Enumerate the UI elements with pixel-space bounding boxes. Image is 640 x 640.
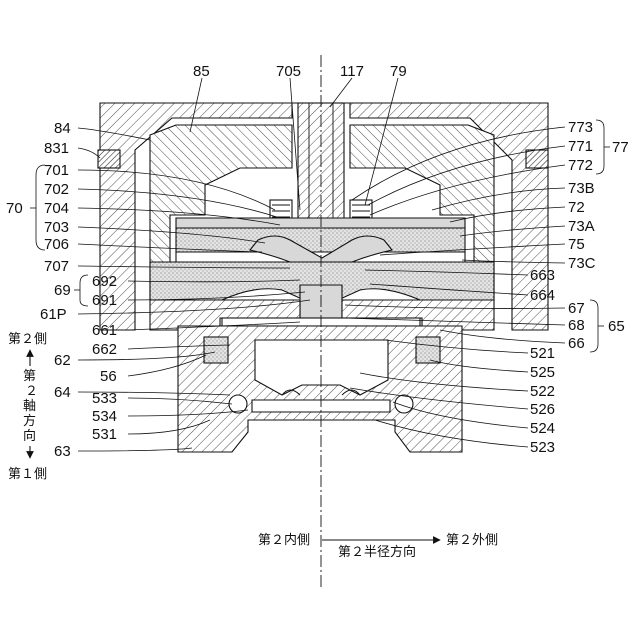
label-691: 691	[92, 292, 117, 309]
label-72: 72	[568, 199, 585, 216]
rib-56-left	[204, 337, 228, 363]
label-524: 524	[530, 420, 555, 437]
label-70: 70	[6, 200, 23, 217]
label-522: 522	[530, 383, 555, 400]
label-773: 773	[568, 119, 593, 136]
axial-char-1: ２	[25, 384, 38, 399]
label-663: 663	[530, 267, 555, 284]
label-523: 523	[530, 439, 555, 456]
label-703: 703	[44, 219, 69, 236]
label-831: 831	[44, 140, 69, 157]
label-702: 702	[44, 181, 69, 198]
label-526: 526	[530, 401, 555, 418]
label-73B: 73B	[568, 180, 595, 197]
radial-direction-label: 第２半径方向	[338, 544, 416, 560]
label-73C: 73C	[568, 255, 596, 272]
label-525: 525	[530, 364, 555, 381]
label-69: 69	[54, 282, 71, 299]
label-664: 664	[530, 287, 555, 304]
label-772: 772	[568, 157, 593, 174]
axial-char-0: 第	[23, 369, 36, 384]
label-117: 117	[340, 63, 364, 80]
label-531: 531	[92, 426, 117, 443]
label-533: 533	[92, 390, 117, 407]
radial-outer-label: 第２外側	[446, 533, 498, 548]
piston-72	[176, 218, 465, 228]
label-701: 701	[44, 162, 69, 179]
label-63: 63	[54, 443, 71, 460]
label-521: 521	[530, 345, 555, 362]
label-534: 534	[92, 408, 117, 425]
label-61P: 61P	[40, 306, 67, 323]
plate-73A	[176, 228, 465, 252]
label-692: 692	[92, 273, 117, 290]
label-66: 66	[568, 335, 585, 352]
label-56: 56	[100, 368, 117, 385]
axial-char-4: 向	[23, 428, 36, 444]
label-706: 706	[44, 236, 69, 253]
o-ring-831-right	[526, 150, 548, 168]
label-662: 662	[92, 341, 117, 358]
label-704: 704	[44, 200, 69, 217]
label-705: 705	[276, 63, 301, 80]
label-62: 62	[54, 352, 71, 369]
label-75: 75	[568, 236, 585, 253]
axial-char-2: 軸	[23, 399, 36, 414]
label-84: 84	[54, 120, 71, 137]
label-85: 85	[193, 63, 210, 80]
label-67: 67	[568, 300, 585, 317]
radial-direction-indicator: 第２内側 第２外側 第２半径方向	[258, 532, 498, 560]
o-ring-831-left	[98, 150, 120, 168]
first-side-label: 第１側	[8, 467, 47, 482]
label-771: 771	[568, 138, 593, 155]
radial-inner-label: 第２内側	[258, 532, 310, 548]
label-707: 707	[44, 258, 69, 275]
rib-56-right	[416, 337, 440, 363]
axial-direction-indicator: 第２側 第 ２ 軸 方 向 第１側	[8, 332, 47, 482]
label-64: 64	[54, 384, 71, 401]
label-77: 77	[612, 139, 629, 156]
label-661: 661	[92, 322, 117, 339]
label-65: 65	[608, 318, 625, 335]
axial-char-3: 方	[23, 413, 36, 429]
second-side-label: 第２側	[8, 332, 47, 347]
label-73A: 73A	[568, 218, 595, 235]
label-79: 79	[390, 63, 407, 80]
label-68: 68	[568, 317, 585, 334]
